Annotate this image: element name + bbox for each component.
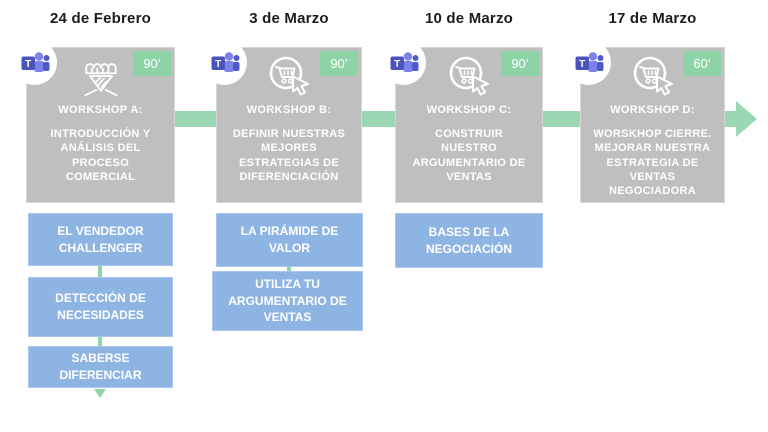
duration-badge: 90’ [133,51,171,76]
teams-icon [202,40,247,85]
workshop-description: WORSKHOP CIERRE. MEJORAR NUESTRA ESTRATE… [593,128,712,198]
workshop-title: WORKSHOP D: [610,104,695,116]
date-label-3: 10 de Marzo [424,10,514,27]
cart-click-icon [629,53,677,98]
topic-box: DETECCIÓN DE NECESIDADES [28,277,173,337]
cart-click-icon [445,53,493,98]
workshop-card-c: 90’ WORKSHOP C: CONSTRUIR NUESTRO ARGUME… [381,40,543,203]
workshop-description: CONSTRUIR NUESTRO ARGUMENTARIO DE VENTAS [412,128,526,183]
teams-icon [381,40,426,85]
duration-badge: 90’ [320,51,358,76]
date-label-1: 24 de Febrero [50,10,151,27]
topic-box: BASES DE LA NEGOCIACIÓN [395,213,543,268]
topic-connector [287,266,291,272]
workshop-title: WORKSHOP C: [426,104,512,116]
workshop-description: INTRODUCCIÓN Y ANÁLISIS DEL PROCESO COME… [50,128,151,183]
topic-box: EL VENDEDOR CHALLENGER [28,213,173,266]
topic-box: SABERSE DIFERENCIAR [28,346,173,388]
topic-box: LA PIRÁMIDE DE VALOR [216,213,363,267]
topic-connector [98,336,102,347]
workshop-title: WORKSHOP B: [246,104,332,116]
cart-click-icon [265,53,313,98]
workshop-card-a: 90’ WORKSHOP A: INTRODUCCIÓN Y ANÁLISIS … [12,40,175,203]
storefront-icon [77,53,125,98]
workshop-title: WORKSHOP A: [58,104,143,116]
teams-icon [12,40,57,85]
teams-icon [566,40,611,85]
date-label-4: 17 de Marzo [608,10,697,27]
arrow-down-icon [94,389,106,398]
date-label-2: 3 de Marzo [249,10,329,27]
arrow-right-icon [736,101,757,137]
duration-badge: 60’ [683,51,721,76]
topic-box: UTILIZA TU ARGUMENTARIO DE VENTAS [212,271,363,331]
workshop-description: DEFINIR NUESTRAS MEJORES ESTRATEGIAS DE … [232,128,346,183]
workshop-card-d: 60’ WORKSHOP D: WORSKHOP CIERRE. MEJORAR… [566,40,725,203]
workshop-card-b: 90’ WORKSHOP B: DEFINIR NUESTRAS MEJORES… [202,40,362,203]
duration-badge: 90’ [501,51,539,76]
topic-connector [98,265,102,278]
